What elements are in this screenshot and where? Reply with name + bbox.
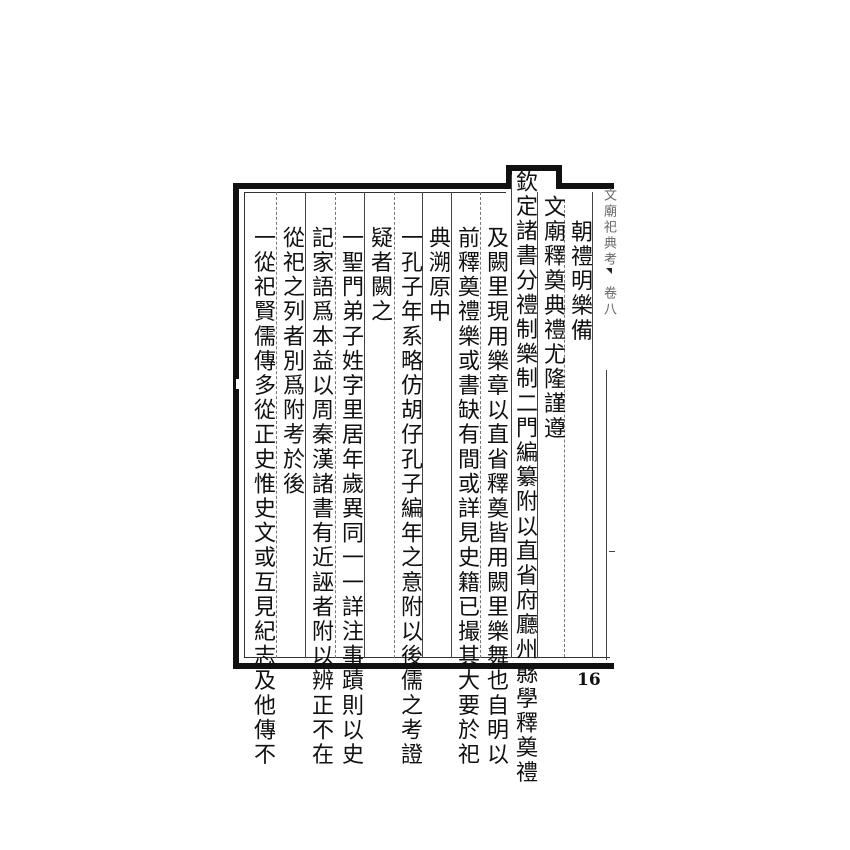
column-rule: [537, 192, 538, 658]
column-rule: [511, 175, 512, 658]
column-rule: [276, 192, 278, 658]
column-rule: [451, 192, 452, 658]
column-rule: [364, 192, 365, 658]
text-column-10: 記家語爲本益以周秦漢諸書有近誣者附以辨正不在: [308, 226, 333, 768]
frame-border-top-right: [556, 183, 614, 189]
text-column-6: 典溯原中: [425, 226, 450, 325]
text-column-11: 從祀之列者別爲附考於後: [279, 226, 304, 497]
column-rule: [305, 192, 306, 658]
text-column-4: 及闕里現用樂章以直省釋奠皆用闕里樂舞也自明以: [483, 226, 508, 768]
inner-frame-bottom: [244, 657, 610, 658]
frame-tab-left: [506, 165, 512, 189]
text-column-5: 前釋奠禮樂或書缺有間或詳見史籍已撮其大要於祀: [454, 226, 479, 768]
page-number: 16: [577, 670, 601, 690]
frame-border-bottom: [233, 663, 614, 669]
frame-border-top-left: [233, 183, 508, 189]
column-rule: [335, 192, 337, 658]
text-column-9: 一聖門弟子姓字里居年歲異同一一詳注事蹟則以史: [338, 226, 363, 768]
frame-tab-top: [506, 165, 562, 171]
frame-tab-right: [556, 165, 562, 189]
fish-tail-mark: [606, 268, 612, 274]
column-rule: [592, 192, 593, 658]
frame-border-left: [233, 183, 239, 669]
fold-line: [606, 370, 607, 660]
column-rule: [422, 192, 423, 658]
text-column-1: 朝禮明樂備: [567, 220, 592, 343]
text-column-2: 文廟釋奠典禮尤隆謹遵: [540, 195, 565, 441]
text-column-7: 一孔子年系略仿胡仔孔子編年之意附以後儒之考證: [397, 226, 422, 768]
text-column-12: 一從祀賢儒傳多從正史惟史文或互見紀志及他傳不: [250, 226, 275, 768]
text-column-3: 欽定諸書分禮制樂制二門編纂附以直省府廳州縣學釋奠禮: [512, 170, 537, 785]
column-rule: [564, 200, 566, 657]
margin-title: 文廟祀典考 卷八: [601, 188, 616, 318]
inner-frame-left: [244, 192, 245, 657]
inner-frame-top: [244, 192, 506, 193]
fold-tick: [609, 551, 615, 552]
column-rule: [480, 192, 482, 658]
column-rule: [394, 192, 396, 658]
frame-notch: [236, 379, 242, 389]
text-column-8: 疑者闕之: [367, 226, 392, 325]
